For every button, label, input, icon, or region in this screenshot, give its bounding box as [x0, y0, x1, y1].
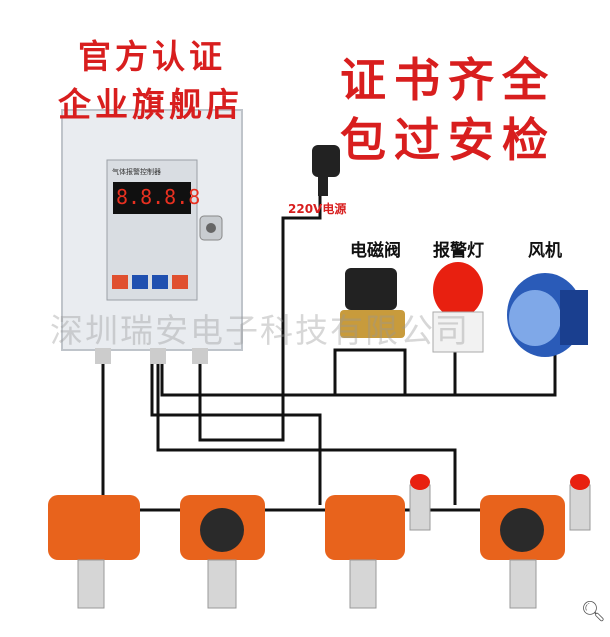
- detector-3: [325, 474, 431, 609]
- cert-banner-line2: 包过安检: [340, 113, 556, 167]
- store-banner-line1: 官方认证: [78, 37, 226, 76]
- store-banner-line2: 企业旗舰店: [58, 85, 243, 124]
- power-label: 220V电源: [288, 202, 347, 216]
- controller-display: 8.8.8.8: [116, 185, 201, 209]
- detector-2: [180, 495, 265, 609]
- detector-4: [480, 474, 591, 609]
- valve-label: 电磁阀: [350, 241, 401, 261]
- cert-banner-line1: 证书齐全: [340, 53, 556, 107]
- solenoid-valve: [340, 268, 405, 338]
- fan-label: 风机: [528, 241, 562, 261]
- watermark: 深圳瑞安电子科技有限公司: [50, 311, 470, 350]
- alarm-light: [432, 262, 484, 353]
- detector-1: [48, 495, 140, 609]
- power-plug: [312, 145, 340, 196]
- wiring: [101, 195, 557, 512]
- controller-panel-title: 气体报警控制器: [112, 168, 161, 176]
- magnifier-icon[interactable]: 🔍︎: [580, 599, 606, 623]
- alarm-light-label: 报警灯: [433, 241, 484, 261]
- fan: [507, 273, 588, 357]
- controller-cabinet: [61, 109, 243, 364]
